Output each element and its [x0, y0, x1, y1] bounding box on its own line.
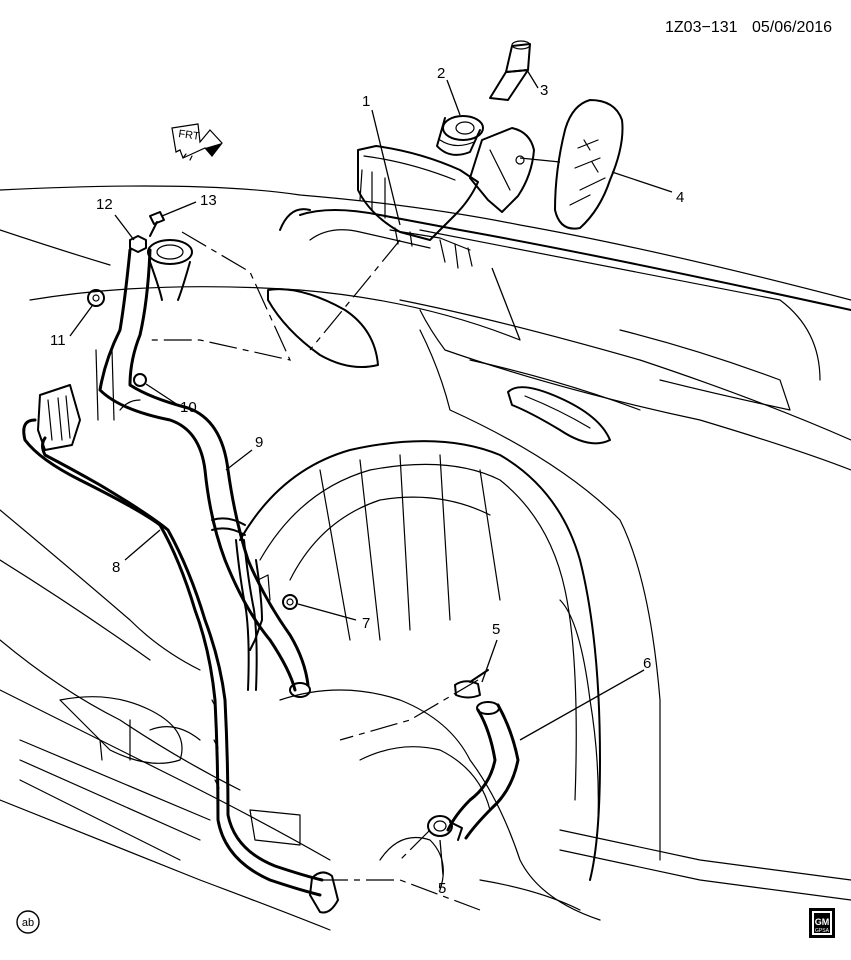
- callout-11: 11: [50, 332, 66, 349]
- part-5-clamp-lower: [427, 815, 463, 841]
- front-arrow-icon: FRT: [171, 123, 223, 161]
- part-12-nut: [129, 235, 147, 253]
- doc-date: 05/06/2016: [752, 19, 832, 36]
- vent-tube: [235, 539, 271, 691]
- callout-6: 6: [643, 655, 651, 672]
- callout-5-upper: 5: [492, 621, 500, 638]
- callout-1: 1: [362, 93, 370, 110]
- callout-13: 13: [200, 192, 217, 209]
- callout-8: 8: [112, 559, 120, 576]
- part-6-drain-hose: [446, 701, 520, 840]
- part-9-filler-pipe: [95, 239, 311, 698]
- vehicle-body-outline: [0, 185, 851, 931]
- part-10-clip: [133, 373, 147, 387]
- part-4-fuel-door: [554, 99, 624, 230]
- svg-text:ab: ab: [22, 917, 34, 929]
- fuel-door-hinge: [469, 127, 535, 213]
- doc-code: 1Z03−131: [665, 19, 738, 36]
- callout-numbers: 1 2 3 4 5 5 6 7 8 9 10 11 12 13: [50, 65, 684, 897]
- leader-lines: [69, 69, 673, 876]
- front-label: FRT: [178, 128, 201, 143]
- svg-text:GM: GM: [815, 917, 830, 927]
- callout-12: 12: [96, 196, 113, 213]
- callout-9: 9: [255, 434, 263, 451]
- ab-badge: ab: [16, 910, 40, 934]
- callout-10: 10: [180, 399, 197, 416]
- callout-7: 7: [362, 615, 370, 632]
- part-1-fuel-pocket: [357, 145, 479, 269]
- callout-3: 3: [540, 82, 548, 99]
- callout-4: 4: [676, 189, 684, 206]
- gm-logo: GM GPSA: [809, 908, 835, 938]
- part-2-cap-ring: [436, 115, 484, 156]
- part-3-funnel-adapter: [489, 40, 531, 101]
- svg-text:GPSA: GPSA: [815, 928, 830, 934]
- part-13-bolt: [149, 211, 165, 237]
- part-8-harness: [22, 384, 339, 914]
- part-7-fastener: [282, 594, 298, 610]
- reference-lines: [150, 231, 481, 911]
- callout-2: 2: [437, 65, 445, 82]
- part-11-clip: [87, 289, 105, 307]
- callout-5-lower: 5: [438, 880, 446, 897]
